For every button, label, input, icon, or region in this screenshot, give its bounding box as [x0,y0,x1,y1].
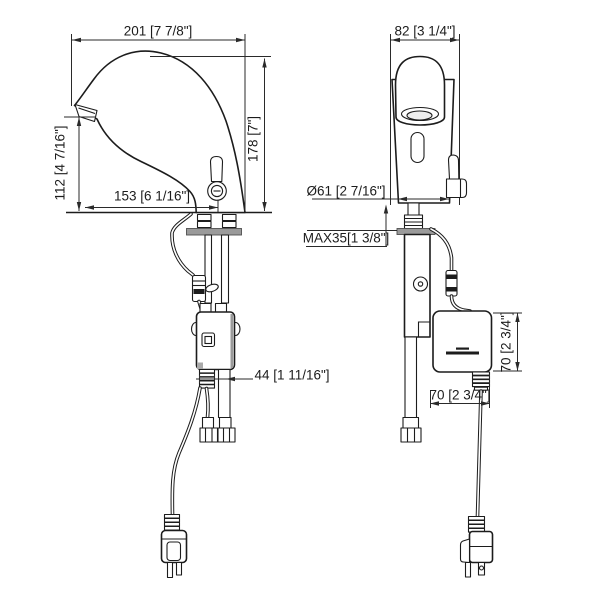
housing-screw [412,276,429,292]
aerator-ring-inner [406,110,433,121]
plug-side-flap [459,538,471,564]
box-inlet [199,302,212,314]
spout-body [73,50,246,214]
aerator-face [78,107,96,115]
control-box-corner [197,362,203,369]
mounting-flange [186,228,242,236]
shank-thread [221,220,237,229]
box-button-inner [204,335,213,345]
handle-hub-inner [210,184,224,198]
front-handle-block [445,178,468,199]
shank-thread [196,220,212,229]
plug-strain-relief [163,513,181,531]
dim-box-height-label: 70 [2 3/4"] [498,311,514,373]
hex-nut [217,427,236,443]
supply-pipe [220,234,230,304]
sensor-cable [171,213,194,276]
prong-hole [478,565,485,571]
power-box-label [446,351,479,355]
front-neck [407,202,420,216]
dim-hose-offset-label: 44 [1 11/16"] [254,367,330,383]
dim-max-deck-label: MAX35[1 3/8"] [302,230,390,246]
front-handle-lever [447,154,460,180]
handle-lever [209,155,224,183]
cable-connector [445,269,458,297]
front-pipe [404,336,418,419]
hex-nut [199,427,219,443]
ferrule [218,416,232,429]
dim-body-width-label: 82 [3 1/4"] [394,23,456,39]
dim-outlet-height-label: 112 [4 7/16"] [52,125,68,201]
shank-thread [221,213,237,222]
dim-outlet-reach-label: 153 [6 1/16"] [113,188,191,204]
plug-prong [175,561,183,576]
dim-overall-height-label: 178 [7"] [245,115,261,163]
power-box-label [456,347,469,350]
housing-step [417,321,430,337]
dim-base-diameter-label: Ø61 [2 7/16"] [306,183,386,199]
dim-spout-width-label: 201 [7 7/8"] [123,23,193,39]
faucet-front-view [390,34,494,578]
plug-strain-relief-front [467,515,486,533]
power-box [432,310,493,373]
filter-band [193,289,205,294]
dim-box-width-label: 70 [2 3/4"] [429,387,491,403]
outlet-pipe [217,368,231,419]
sensor-window [410,131,425,164]
valve-housing [403,233,431,338]
ferrule [201,416,215,429]
plug-face [166,541,182,562]
shank-thread [196,213,212,222]
plug-prong [166,561,174,579]
dimension-lines [64,34,522,408]
ferrule [402,416,420,429]
plug-prong [464,561,472,578]
plug-prong [477,561,486,576]
faucet-side-view [66,50,272,579]
control-box [195,311,236,371]
inline-filter [191,274,207,303]
box-button [201,332,216,348]
box-inlet [214,302,228,314]
spout-dome [394,55,446,126]
hex-nut [400,427,422,443]
